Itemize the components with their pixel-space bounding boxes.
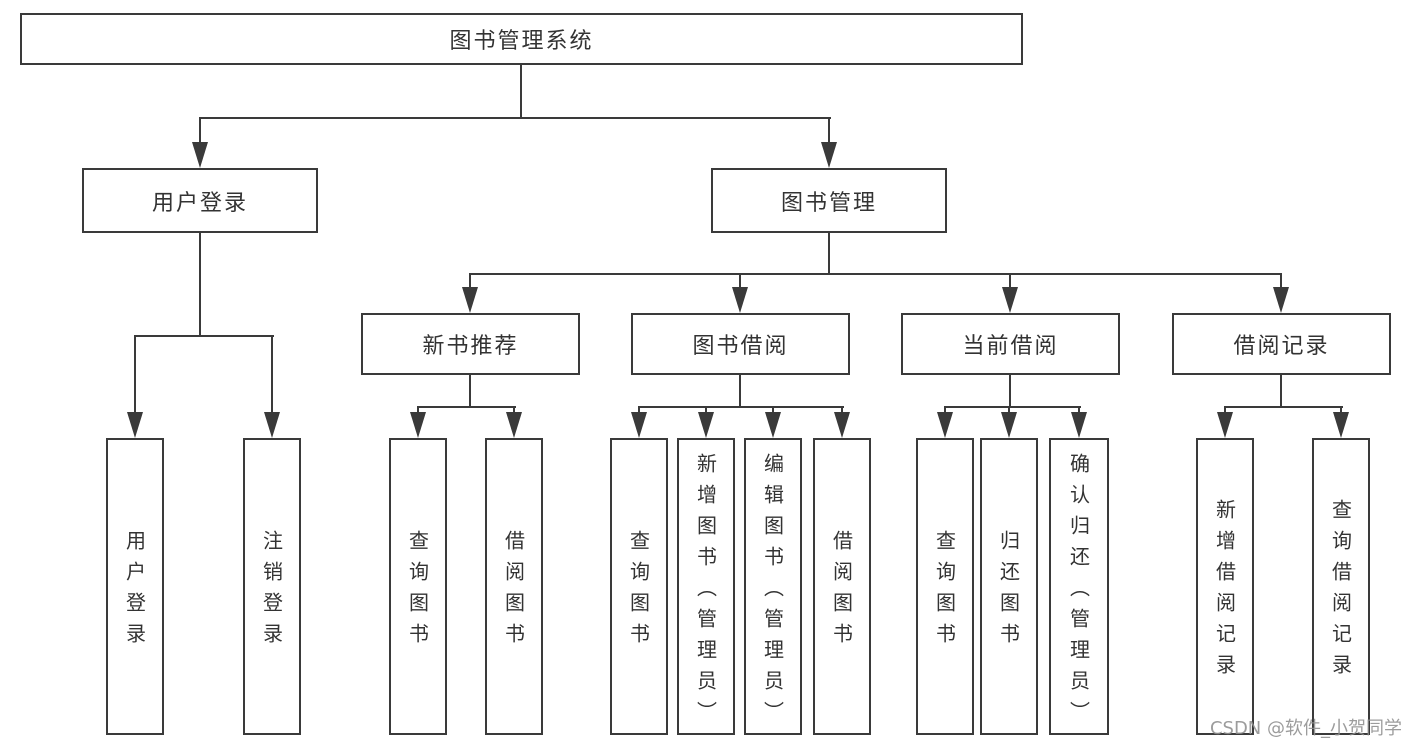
node-leaf-query-books-current: 查询图书 — [916, 438, 974, 735]
connector-line — [134, 335, 274, 337]
node-book-borrowing-label: 图书借阅 — [692, 334, 789, 359]
connector-line — [1009, 375, 1011, 408]
leaf-label: 用户登录 — [122, 530, 147, 654]
node-leaf-add-borrow-record: 新增借阅记录 — [1196, 438, 1254, 735]
node-root: 图书管理系统 — [20, 13, 1023, 65]
node-new-book-recommend: 新书推荐 — [361, 313, 580, 375]
connector-arrowhead — [506, 412, 522, 438]
connector-arrowhead — [1273, 287, 1289, 313]
leaf-label: 查询借阅记录 — [1328, 499, 1353, 685]
connector-line — [739, 273, 741, 289]
node-leaf-query-books-recommend: 查询图书 — [389, 438, 447, 735]
leaf-label: 查询图书 — [626, 530, 651, 654]
connector-line — [841, 406, 843, 415]
leaf-label: 新增图书（管理员） — [693, 452, 718, 732]
connector-arrowhead — [1333, 412, 1349, 438]
connector-arrowhead — [127, 412, 143, 438]
connector-line — [1078, 406, 1080, 415]
connector-arrowhead — [1002, 287, 1018, 313]
connector-arrowhead — [1001, 412, 1017, 438]
connector-line — [1224, 406, 1343, 408]
node-book-management-module: 图书管理 — [711, 168, 947, 233]
connector-line — [1280, 273, 1282, 289]
node-borrow-records-label: 借阅记录 — [1233, 334, 1330, 359]
connector-arrowhead — [462, 287, 478, 313]
node-current-borrowing: 当前借阅 — [901, 313, 1120, 375]
leaf-label: 查询图书 — [405, 530, 430, 654]
connector-line — [828, 233, 830, 275]
connector-line — [772, 406, 774, 415]
node-leaf-query-books-borrowing: 查询图书 — [610, 438, 668, 735]
node-leaf-add-books-admin: 新增图书（管理员） — [677, 438, 735, 735]
connector-line — [739, 375, 741, 408]
node-current-borrowing-label: 当前借阅 — [962, 334, 1059, 359]
connector-line — [134, 335, 136, 416]
node-leaf-logout: 注销登录 — [243, 438, 301, 735]
connector-line — [199, 117, 201, 145]
node-user-login-module: 用户登录 — [82, 168, 318, 233]
node-user-login-module-label: 用户登录 — [151, 190, 248, 216]
connector-line — [199, 233, 201, 337]
connector-line — [705, 406, 707, 415]
node-leaf-confirm-return-admin: 确认归还（管理员） — [1049, 438, 1109, 735]
connector-line — [944, 406, 946, 415]
connector-line — [271, 335, 273, 416]
leaf-label: 查询图书 — [932, 530, 957, 654]
connector-arrowhead — [631, 412, 647, 438]
node-new-book-recommend-label: 新书推荐 — [422, 334, 519, 359]
connector-line — [1224, 406, 1226, 415]
leaf-label: 注销登录 — [259, 530, 284, 654]
connector-line — [513, 406, 515, 415]
node-leaf-edit-books-admin: 编辑图书（管理员） — [744, 438, 802, 735]
connector-line — [638, 406, 844, 408]
leaf-label: 归还图书 — [996, 530, 1021, 654]
connector-line — [944, 406, 1081, 408]
connector-line — [828, 117, 830, 145]
csdn-watermark: CSDN @软件_小贺同学 — [1209, 718, 1402, 739]
node-borrow-records: 借阅记录 — [1172, 313, 1391, 375]
connector-arrowhead — [192, 142, 208, 168]
connector-line — [638, 406, 640, 415]
leaf-label: 新增借阅记录 — [1212, 499, 1237, 685]
connector-arrowhead — [264, 412, 280, 438]
connector-arrowhead — [698, 412, 714, 438]
connector-arrowhead — [1071, 412, 1087, 438]
leaf-label: 编辑图书（管理员） — [760, 452, 785, 732]
connector-arrowhead — [732, 287, 748, 313]
node-leaf-borrow-books: 借阅图书 — [813, 438, 871, 735]
connector-arrowhead — [1217, 412, 1233, 438]
node-leaf-query-borrow-record: 查询借阅记录 — [1312, 438, 1370, 735]
connector-line — [469, 273, 471, 289]
connector-arrowhead — [937, 412, 953, 438]
leaf-label: 确认归还（管理员） — [1066, 452, 1091, 732]
connector-arrowhead — [821, 142, 837, 168]
node-book-borrowing: 图书借阅 — [631, 313, 850, 375]
connector-line — [1008, 406, 1010, 415]
connector-line — [469, 273, 1282, 275]
node-leaf-user-login: 用户登录 — [106, 438, 164, 735]
connector-arrowhead — [410, 412, 426, 438]
connector-line — [469, 375, 471, 408]
connector-line — [199, 117, 831, 119]
connector-arrowhead — [834, 412, 850, 438]
connector-line — [1009, 273, 1011, 289]
node-book-management-module-label: 图书管理 — [780, 190, 877, 216]
connector-line — [1340, 406, 1342, 415]
connector-line — [417, 406, 516, 408]
leaf-label: 借阅图书 — [501, 530, 526, 654]
connector-line — [1280, 375, 1282, 408]
connector-line — [417, 406, 419, 415]
connector-arrowhead — [765, 412, 781, 438]
leaf-label: 借阅图书 — [829, 530, 854, 654]
connector-line — [520, 65, 522, 118]
node-leaf-borrow-books-recommend: 借阅图书 — [485, 438, 543, 735]
node-root-label: 图书管理系统 — [449, 29, 594, 54]
node-leaf-return-books: 归还图书 — [980, 438, 1038, 735]
